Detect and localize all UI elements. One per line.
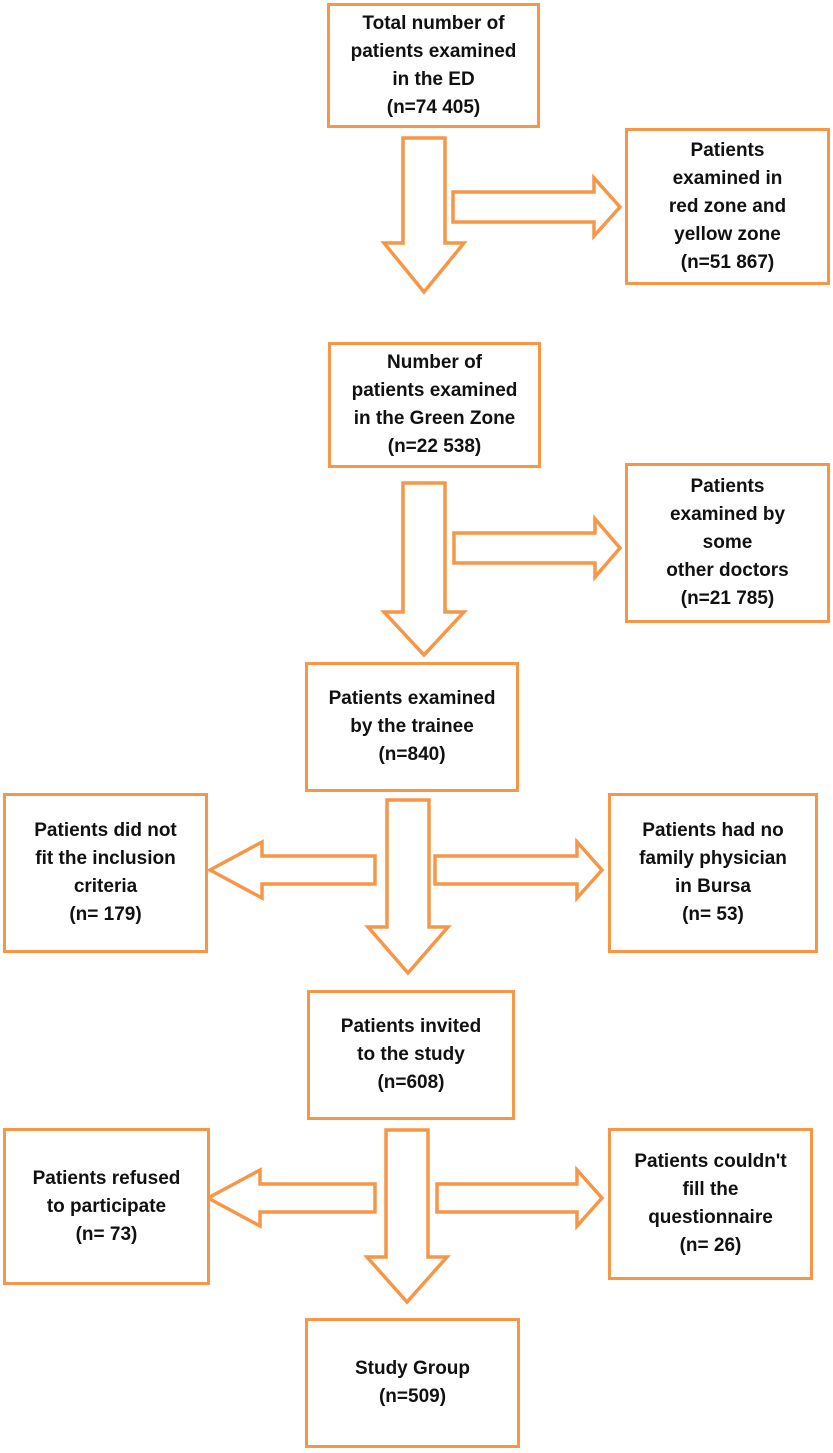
arrow-right-to-other-doctors-icon <box>452 514 623 582</box>
arrow-down-ed-to-green-icon <box>380 136 468 295</box>
node-trainee: Patients examined by the trainee (n=840) <box>305 662 519 792</box>
arrow-right-to-no-physician-icon <box>433 837 605 903</box>
arrow-left-to-refused-icon <box>204 1167 377 1229</box>
arrow-down-invited-to-study-icon <box>363 1128 451 1305</box>
node-questionnaire: Patients couldn't fill the questionnaire… <box>608 1128 813 1280</box>
node-other-doctors: Patients examined by some other doctors … <box>625 463 830 623</box>
node-study-group: Study Group (n=509) <box>305 1318 520 1448</box>
node-red-yellow-zone: Patients examined in red zone and yellow… <box>625 128 830 285</box>
node-no-family-physician: Patients had no family physician in Burs… <box>608 793 818 953</box>
node-green-zone: Number of patients examined in the Green… <box>328 342 541 468</box>
arrow-down-trainee-to-invited-icon <box>364 798 452 976</box>
node-refused: Patients refused to participate (n= 73) <box>3 1128 210 1285</box>
arrow-left-to-inclusion-icon <box>206 839 377 901</box>
node-inclusion-criteria: Patients did not fit the inclusion crite… <box>3 793 208 953</box>
arrow-down-green-to-trainee-icon <box>379 481 469 658</box>
node-total-ed: Total number of patients examined in the… <box>327 3 540 128</box>
node-invited: Patients invited to the study (n=608) <box>307 990 515 1120</box>
arrow-right-to-questionnaire-icon <box>435 1165 605 1231</box>
arrow-right-to-red-yellow-icon <box>451 173 623 241</box>
